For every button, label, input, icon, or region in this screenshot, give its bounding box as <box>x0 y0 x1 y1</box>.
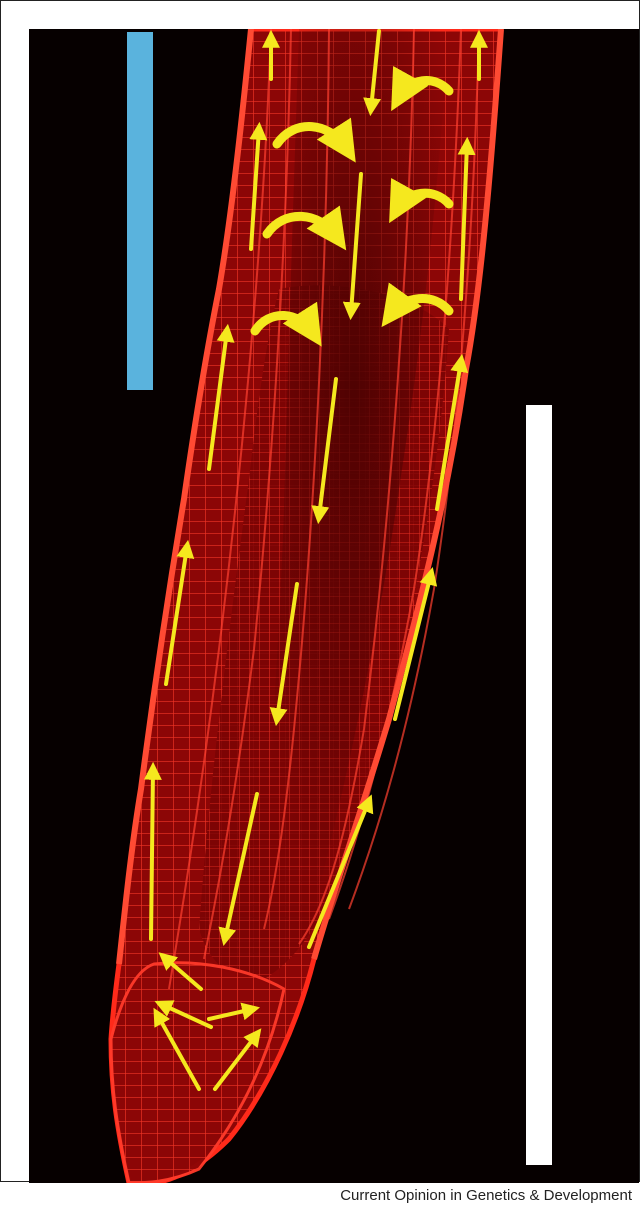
blue-scale-bar <box>127 32 153 390</box>
white-scale-bar <box>526 405 552 1165</box>
figure-frame <box>0 0 640 1182</box>
micrograph-svg <box>29 29 639 1183</box>
root-cap <box>111 963 284 1183</box>
root-tip-micrograph <box>29 29 639 1183</box>
figure-credit: Current Opinion in Genetics & Developmen… <box>340 1187 632 1204</box>
